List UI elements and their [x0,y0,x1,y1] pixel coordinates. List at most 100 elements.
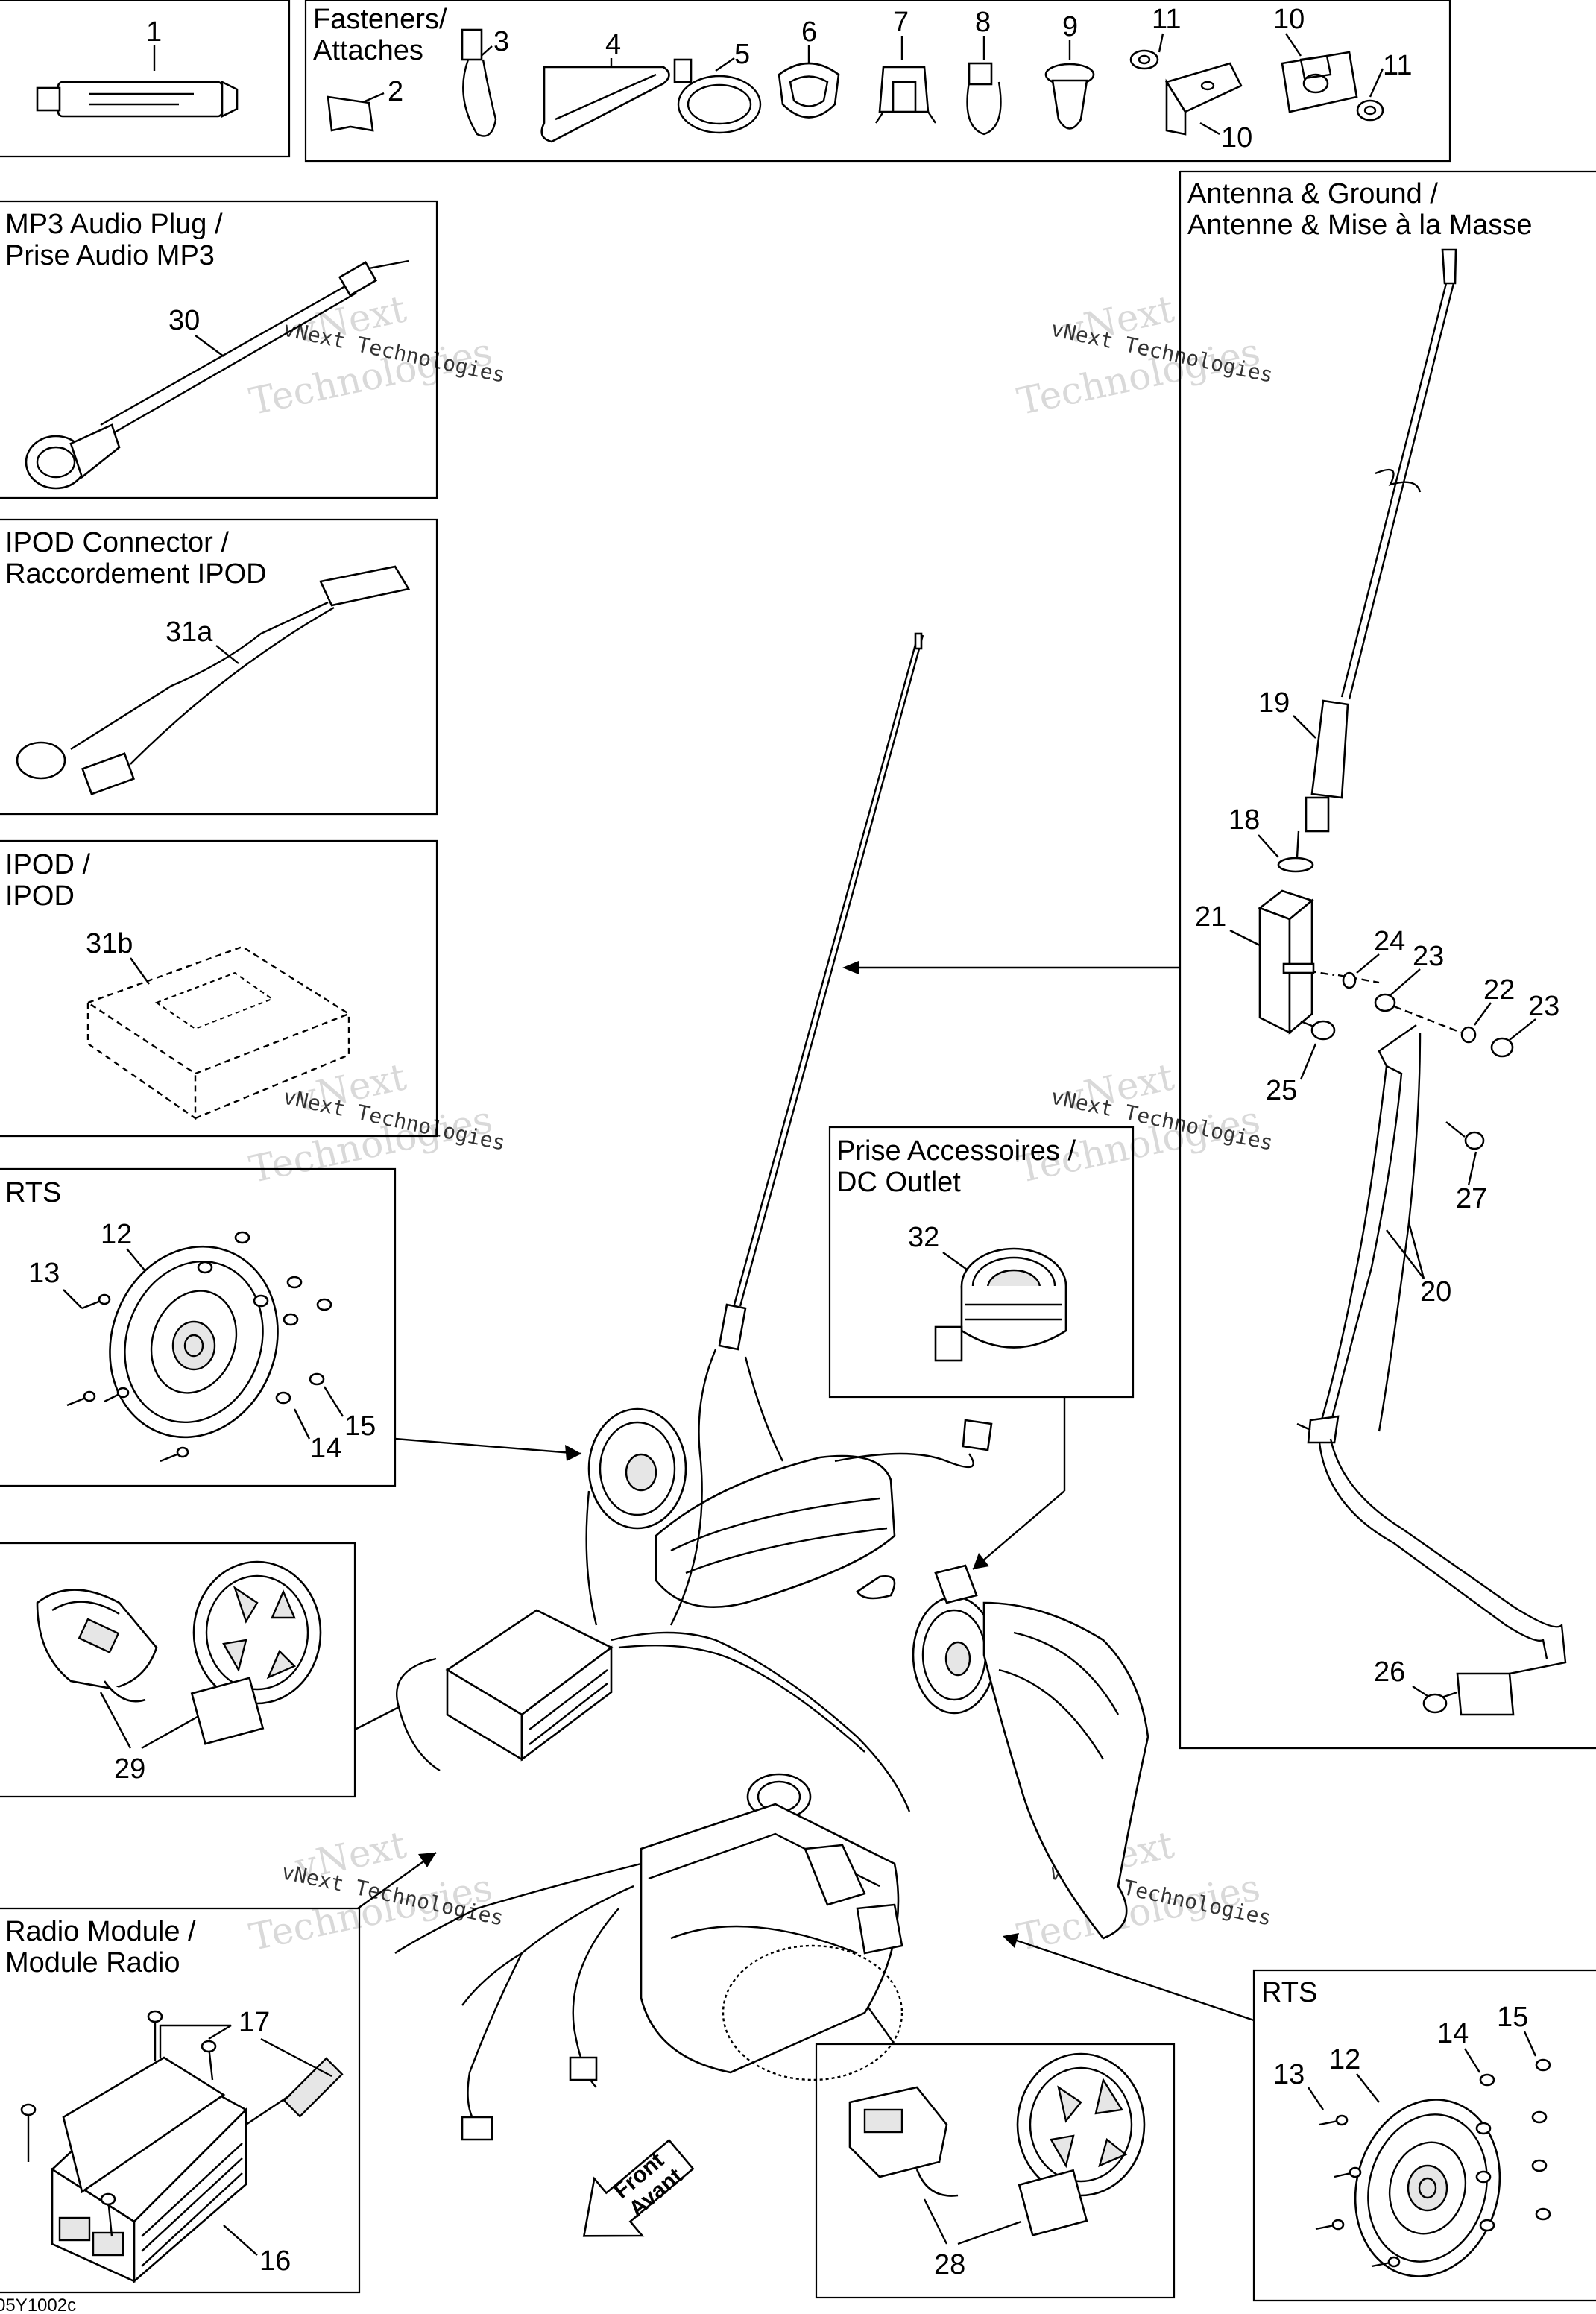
callout-12-left: 12 [101,1219,132,1250]
nut-icon [1356,99,1384,122]
callout-19: 19 [1258,687,1290,719]
box-dc-outlet: Prise Accessoires / DC Outlet 32 [828,1126,1135,1399]
nut-icon [1129,49,1159,70]
washer-icon [1342,971,1357,989]
ipod-title-line2: IPOD [5,880,75,912]
callout-10b: 10 [1273,4,1305,35]
box-ipod-connector: IPOD Connector / Raccordement IPOD 31a [0,518,438,816]
dc-outlet-title-line1: Prise Accessoires / [836,1135,1076,1167]
callout-1: 1 [146,16,162,48]
box-rts-right: RTS 13 12 14 15 [1252,1969,1596,2302]
mp3-title-line2: Prise Audio MP3 [5,240,215,271]
washer-icon [1277,857,1314,873]
antenna-base-icon [1258,889,1314,1035]
speaker-icon [587,1407,687,1530]
switch-housing-icon [848,2086,959,2197]
callout-13-right: 13 [1273,2059,1305,2090]
screw-icon [1300,1020,1336,1041]
callout-7: 7 [893,7,909,38]
screw-icon [1315,2058,1551,2268]
edge-trim-icon [540,66,670,143]
gauge-icon [1016,2052,1146,2236]
ipod-title-line1: IPOD / [5,849,90,880]
drawing-code: 05Y1002c [0,2295,76,2314]
push-clip-icon [875,66,936,124]
callout-10a: 10 [1221,122,1252,154]
mp3-plug-cable-icon [25,259,409,490]
switch-housing-icon [36,1589,158,1703]
box-switch-gauge-29: 29 [0,1542,356,1798]
speaker-icon [109,1245,279,1439]
callout-29: 29 [114,1753,145,1785]
box-ipod: IPOD / IPOD 31b [0,839,438,1138]
antenna-mast-icon [1305,248,1457,833]
box-rts-left: RTS 12 13 14 15 [0,1167,397,1487]
callout-22: 22 [1483,974,1515,1006]
gauge-icon [190,1560,322,1745]
box-switch-gauge-28: 28 [815,2043,1176,2299]
callout-12-right: 12 [1329,2044,1360,2075]
callout-11a: 11 [1152,4,1181,35]
box-fasteners: Fasteners/ Attaches 2 3 4 5 6 7 [304,0,1451,163]
sealant-tube-icon [36,80,239,119]
ipod-connector-title-line2: Raccordement IPOD [5,558,267,590]
screw-icon [20,2010,217,2237]
callout-31b: 31b [86,928,133,959]
rts-right-title: RTS [1261,1977,1317,2008]
clip-icon [327,95,374,132]
ipod-connector-cable-icon [16,565,411,795]
callout-23b: 23 [1528,991,1559,1022]
callout-4: 4 [605,29,621,60]
bracket-icon [1281,51,1358,113]
washer-icon [1460,1026,1477,1044]
antenna-title-line2: Antenne & Mise à la Masse [1187,209,1533,241]
callout-18: 18 [1228,804,1260,836]
mp3-title-line1: MP3 Audio Plug / [5,209,223,240]
callout-21: 21 [1195,901,1226,933]
grommet-clip-icon [778,62,840,119]
fasteners-title-line1: Fasteners/ [313,4,447,35]
dc-outlet-title-line2: DC Outlet [836,1167,961,1198]
speaker-icon [912,1595,997,1715]
callout-9: 9 [1062,11,1078,42]
callout-15-left: 15 [344,1410,376,1442]
callout-32: 32 [908,1222,939,1253]
box-mp3-audio-plug: MP3 Audio Plug / Prise Audio MP3 30 [0,200,438,499]
speaker-icon [1354,2099,1501,2277]
radio-module-title-line1: Radio Module / [5,1916,196,1947]
callout-27: 27 [1456,1183,1487,1214]
ipod-connector-title-line1: IPOD Connector / [5,527,229,558]
screw-icon [1445,1121,1485,1150]
callout-24: 24 [1374,926,1405,957]
callout-3: 3 [493,26,509,57]
nut-icon [1490,1037,1514,1058]
push-rivet-icon [1044,63,1095,130]
callout-13-left: 13 [28,1258,60,1289]
nut-icon [1374,993,1396,1012]
box-antenna-ground: Antenna & Ground / Antenne & Mise à la M… [1179,170,1596,1750]
callout-16: 16 [259,2245,291,2277]
callout-14-left: 14 [310,1433,341,1464]
callout-28: 28 [934,2249,965,2280]
screw-icon [66,1231,332,1463]
callout-15-right: 15 [1497,2002,1528,2033]
ipod-icon [86,945,351,1120]
rts-left-title: RTS [5,1177,61,1208]
callout-17: 17 [239,2007,270,2038]
callout-6: 6 [801,16,817,48]
callout-31a: 31a [165,617,213,648]
antenna-title-line1: Antenna & Ground / [1187,178,1438,209]
callout-25: 25 [1266,1075,1297,1106]
main-assembly-drawing [394,632,1149,2141]
callout-30: 30 [168,305,200,336]
cable-tie-icon [461,28,497,137]
bracket-icon [1164,62,1243,136]
screw-icon [1422,1691,1458,1714]
callout-20: 20 [1420,1276,1451,1308]
ground-strap-icon [1296,1024,1567,1716]
callout-26: 26 [1374,1656,1405,1688]
box-radio-module: Radio Module / Module Radio 17 16 [0,1907,361,2294]
callout-23a: 23 [1413,941,1444,972]
p-clip-icon [966,62,1002,136]
